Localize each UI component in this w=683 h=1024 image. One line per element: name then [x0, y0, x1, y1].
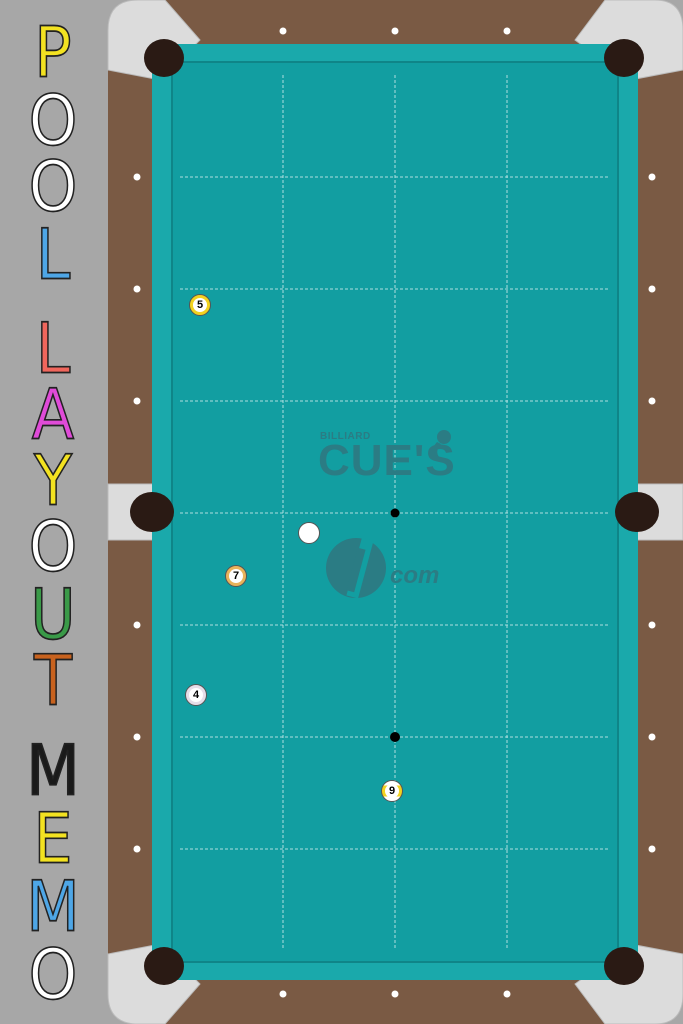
- rail-diamond: [648, 845, 656, 853]
- title-letter: A: [31, 373, 75, 456]
- rail-diamond: [133, 285, 141, 293]
- rail-diamond: [648, 621, 656, 629]
- ball-number: 9: [385, 784, 399, 798]
- pocket-bottom-left: [144, 947, 184, 985]
- foot-spot: [390, 732, 400, 742]
- pocket-side-right: [615, 492, 659, 532]
- rail-diamond: [133, 845, 141, 853]
- rail-diamond: [133, 621, 141, 629]
- rail-diamond: [133, 397, 141, 405]
- rail-diamond: [391, 990, 399, 998]
- ball-number: 4: [189, 688, 203, 702]
- rail-diamond: [648, 285, 656, 293]
- logo-com-text: com: [390, 562, 440, 589]
- title-letter: L: [35, 213, 71, 296]
- ball-7[interactable]: 7: [225, 565, 247, 587]
- pockets: [130, 39, 659, 985]
- cues-logo-graphic: [326, 430, 451, 599]
- rail-diamond: [133, 733, 141, 741]
- ball-number: 7: [229, 569, 243, 583]
- rail-diamond: [648, 733, 656, 741]
- title-letter: T: [33, 639, 72, 722]
- rail-diamond: [279, 27, 287, 35]
- title-letter: U: [30, 573, 77, 656]
- rail-diamond: [279, 990, 287, 998]
- pocket-top-right: [604, 39, 644, 77]
- pocket-top-left: [144, 39, 184, 77]
- title-letter: M: [26, 865, 81, 948]
- ball-9[interactable]: 9: [381, 780, 403, 802]
- rail-diamond: [648, 397, 656, 405]
- pocket-bottom-right: [604, 947, 644, 985]
- cue-ball[interactable]: [298, 522, 320, 544]
- title-letter: L: [35, 307, 71, 390]
- rail-diamond: [391, 27, 399, 35]
- rail-diamond: [503, 990, 511, 998]
- title-letter: M: [26, 729, 81, 812]
- title-letter: O: [28, 79, 78, 162]
- title-letter: O: [28, 933, 78, 1016]
- logo-cues-text: CUE'S: [318, 436, 456, 485]
- title-letter: O: [28, 145, 78, 228]
- title-letter: O: [28, 505, 78, 588]
- title-letter: Y: [33, 439, 72, 522]
- rail-diamond: [648, 173, 656, 181]
- rail-diamond: [133, 173, 141, 181]
- logo-billiard-text: BILLIARD: [320, 431, 371, 442]
- title-letter: P: [34, 11, 73, 94]
- ball-4[interactable]: 4: [185, 684, 207, 706]
- ball-number: 5: [193, 298, 207, 312]
- center-spot: [390, 508, 400, 518]
- title-letter: E: [33, 797, 74, 880]
- rail-diamonds: [133, 27, 656, 998]
- ball-5[interactable]: 5: [189, 294, 211, 316]
- rail-diamond: [503, 27, 511, 35]
- pocket-side-left: [130, 492, 174, 532]
